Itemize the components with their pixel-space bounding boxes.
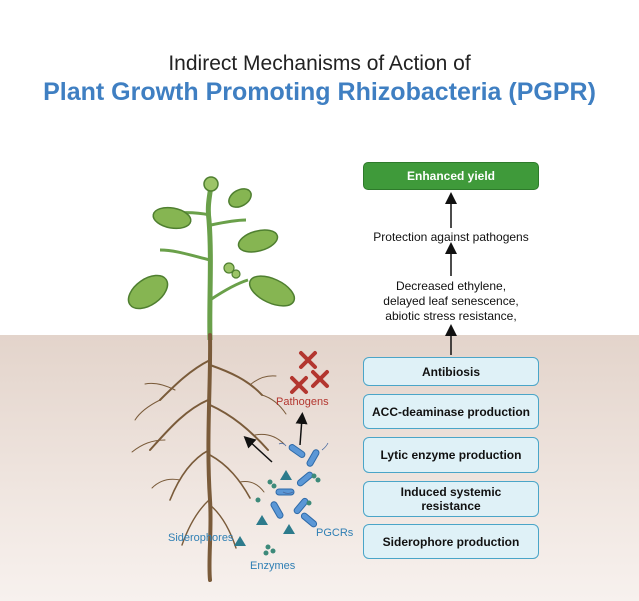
plant-shoot <box>127 176 296 341</box>
title-line-2: Plant Growth Promoting Rhizobacteria (PG… <box>43 78 596 106</box>
enzymes-label: Enzymes <box>250 560 296 572</box>
mechanism-box-induced-resistance: Induced systemic resistance <box>363 481 539 517</box>
stress-text-1: Decreased ethylene, <box>395 279 507 293</box>
title-line-1: Indirect Mechanisms of Action of <box>168 52 471 75</box>
leaf-icon <box>127 274 169 310</box>
siderophores-label: Siderophores <box>168 532 234 544</box>
mechanism-box-antibiosis: Antibiosis <box>363 357 539 386</box>
bud-icon <box>203 176 219 192</box>
flagella <box>278 442 329 494</box>
bacteria-icons <box>270 444 320 528</box>
stress-text-2: delayed leaf senescence, <box>383 294 519 308</box>
leaf-icon <box>248 275 296 307</box>
mechanism-box-acc-deaminase: ACC-deaminase production <box>363 394 539 429</box>
leaf-icon <box>152 206 192 230</box>
siderophore-icons <box>234 470 295 546</box>
pathogens-label: Pathogens <box>276 396 329 408</box>
protection-text: Protection against pathogens <box>373 230 529 244</box>
pgcrs-label: PGCRs <box>316 527 354 539</box>
mechanism-box-lytic-enzyme: Lytic enzyme production <box>363 437 539 473</box>
mechanism-box-siderophore: Siderophore production <box>363 524 539 559</box>
leaf-icon <box>228 188 252 208</box>
arrow-to-pathogens <box>295 412 308 446</box>
enhanced-yield-box: Enhanced yield <box>363 162 539 190</box>
leaf-icon <box>237 229 279 253</box>
arrow-to-roots <box>243 435 273 463</box>
stress-text-3: abiotic stress resistance, <box>385 309 517 323</box>
pathogen-icons <box>290 351 329 394</box>
enzyme-icons <box>255 473 321 556</box>
plant-roots <box>131 333 287 582</box>
